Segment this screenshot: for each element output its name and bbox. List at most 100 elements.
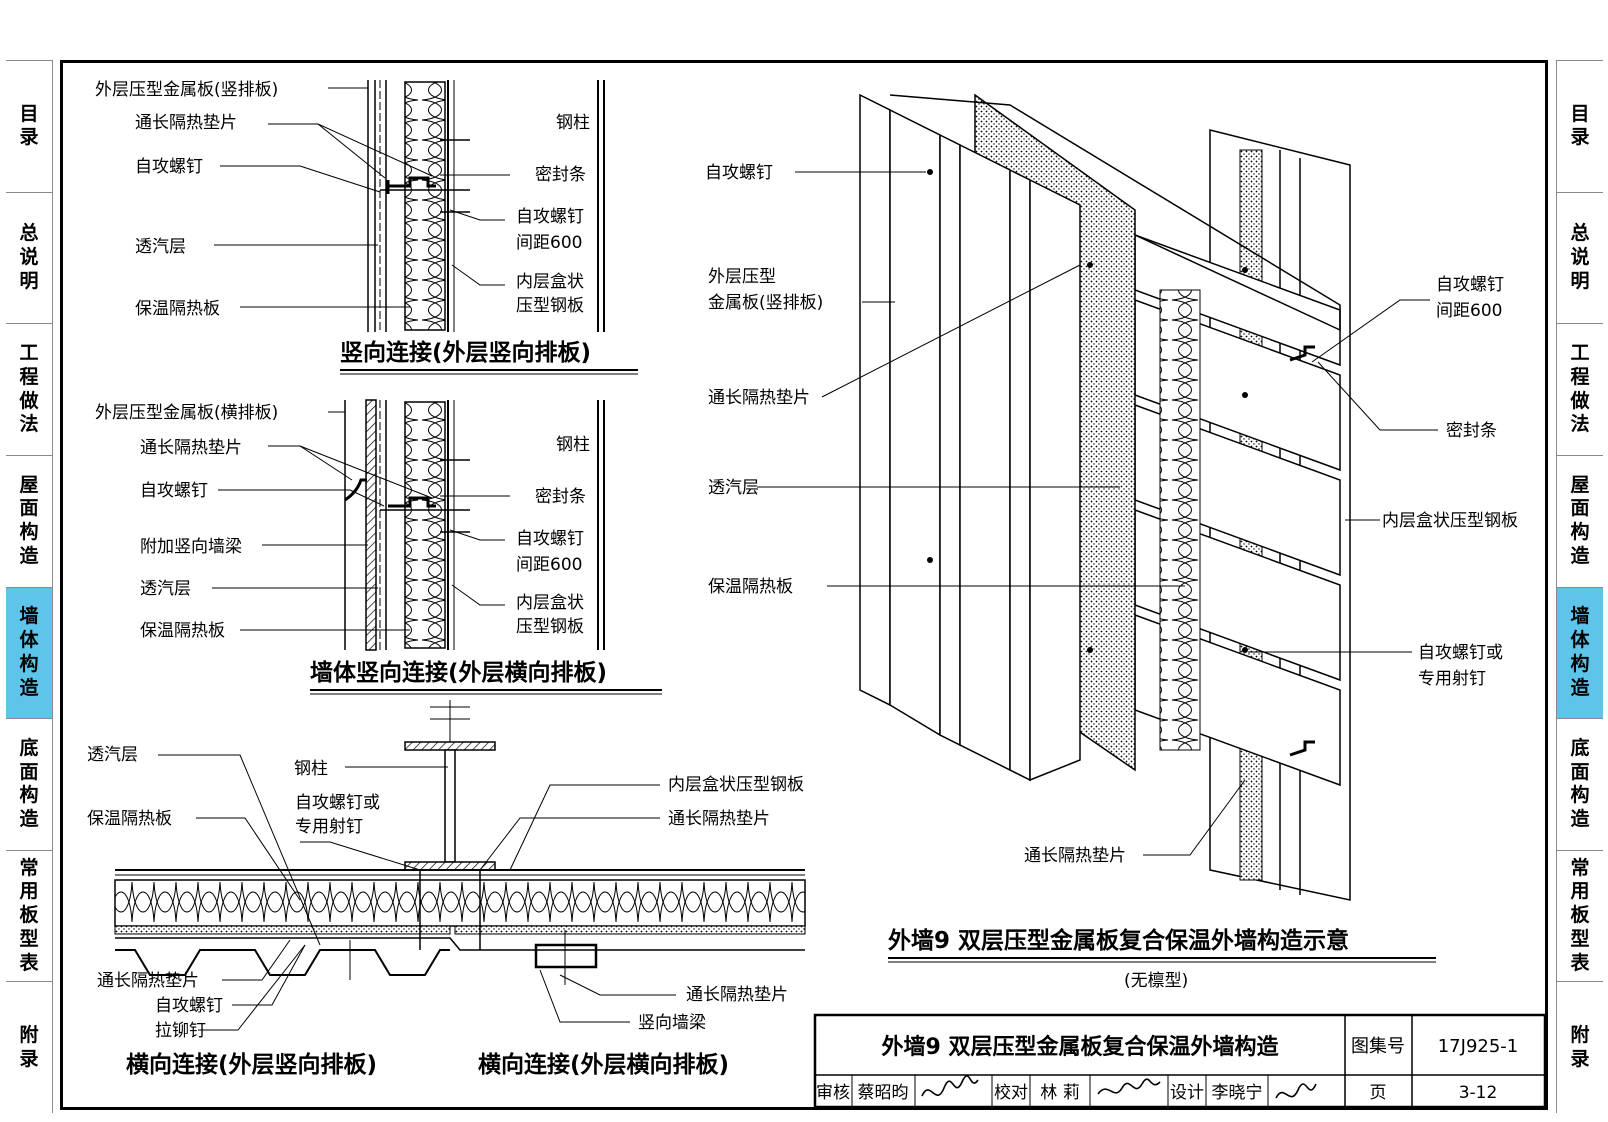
tab-label: 附录: [19, 1023, 39, 1070]
tab-label: 屋面构造: [1570, 473, 1590, 567]
label-iso-screw-or: 自攻螺钉或: [1418, 643, 1503, 663]
drawing-name: 外墙9 双层压型金属板复合保温外墙构造: [882, 1034, 1279, 1060]
label-beam: 附加竖向墙梁: [140, 537, 242, 557]
tab-label: 底面构造: [19, 736, 39, 831]
tab-label: 工程做法: [19, 342, 39, 436]
tab-label: 目录: [1570, 102, 1590, 149]
label-rivet: 拉铆钉: [155, 1021, 206, 1041]
tab-label: 墙体构造: [1570, 605, 1590, 699]
reviewer-signature: [921, 1074, 979, 1097]
iso-title: 外墙9 双层压型金属板复合保温外墙构造示意: [888, 927, 1349, 954]
label-thermal-pad-l: 通长隔热垫片: [97, 971, 199, 991]
label-iso-nail: 专用射钉: [1418, 669, 1486, 689]
designer-name: 李晓宁: [1212, 1083, 1263, 1103]
label-inner-3: 内层盒状压型钢板: [668, 775, 804, 795]
label-iso-screw: 自攻螺钉: [705, 163, 773, 183]
tab-label: 附录: [1570, 1023, 1590, 1070]
label-nail: 专用射钉: [295, 817, 363, 837]
tab-label: 屋面构造: [19, 473, 39, 567]
label-insulation-2: 保温隔热板: [140, 621, 225, 641]
left-tab-4[interactable]: 墙体构造: [6, 586, 52, 719]
label-iso-insulation: 保温隔热板: [708, 577, 793, 597]
right-tab-6[interactable]: 常用板型表: [1557, 849, 1603, 982]
tab-label: 墙体构造: [19, 605, 39, 699]
label-screw-spacing-2: 自攻螺钉: [516, 529, 584, 549]
title-block: 外墙9 双层压型金属板复合保温外墙构造 图集号 17J925-1 审核 蔡昭昀 …: [813, 1013, 1547, 1109]
left-tab-1[interactable]: 总说明: [6, 191, 52, 324]
left-tab-6[interactable]: 常用板型表: [6, 849, 52, 982]
left-side-tabs: 目录总说明工程做法屋面构造墙体构造底面构造常用板型表附录: [6, 60, 53, 1113]
review-label: 审核: [816, 1083, 850, 1103]
reviewer-name: 蔡昭昀: [858, 1083, 909, 1103]
checker-name: 林 莉: [1040, 1083, 1079, 1103]
drawing-frame: [60, 60, 1548, 1110]
page-number: 3-12: [1459, 1083, 1498, 1103]
left-tab-5[interactable]: 底面构造: [6, 718, 52, 850]
right-tab-1[interactable]: 总说明: [1557, 191, 1603, 324]
atlas-number: 17J925-1: [1438, 1036, 1519, 1057]
label-spacing-value-2: 间距600: [516, 555, 582, 575]
label-iso-thermal-pad-b: 通长隔热垫片: [1024, 846, 1126, 866]
tab-label: 目录: [19, 102, 39, 149]
detail1-title: 竖向连接(外层竖向排板): [340, 339, 591, 366]
right-tab-4[interactable]: 墙体构造: [1557, 586, 1603, 719]
label-vapor-3: 透汽层: [87, 745, 138, 765]
label-inner-panel-3: 内层盒状: [516, 593, 584, 613]
tab-label: 底面构造: [1570, 736, 1590, 831]
tab-label: 总说明: [19, 222, 39, 292]
detail3-title-left: 横向连接(外层竖向排板): [126, 1051, 377, 1078]
label-iso-outer: 外层压型: [708, 267, 776, 287]
tab-label: 常用板型表: [19, 856, 39, 974]
label-iso-vapor: 透汽层: [708, 478, 759, 498]
detail2-title: 墙体竖向连接(外层横向排板): [310, 659, 607, 686]
left-tab-7[interactable]: 附录: [6, 981, 52, 1113]
tab-label: 总说明: [1570, 222, 1590, 292]
right-tab-2[interactable]: 工程做法: [1557, 323, 1603, 455]
designer-signature: [1275, 1083, 1317, 1099]
label-iso-spacing: 自攻螺钉: [1436, 275, 1504, 295]
left-tab-2[interactable]: 工程做法: [6, 323, 52, 455]
label-iso-outer-2: 金属板(竖排板): [708, 293, 823, 313]
detail-horizontal-connection: 透汽层 保温隔热板 钢柱 自攻螺钉或 专用射钉 内层盒状压型钢板 通长隔热垫片 …: [87, 700, 806, 1078]
page-label: 页: [1370, 1083, 1387, 1103]
label-thermal-pad-r: 通长隔热垫片: [668, 809, 770, 829]
label-inner-panel-2: 压型钢板: [516, 296, 584, 316]
tab-label: 常用板型表: [1570, 856, 1590, 974]
detail-wall-vertical-connection: 外层压型金属板(横排板) 通长隔热垫片 自攻螺钉 附加竖向墙梁 透汽层 保温隔热…: [95, 399, 662, 695]
right-tab-3[interactable]: 屋面构造: [1557, 454, 1603, 587]
left-tab-3[interactable]: 屋面构造: [6, 454, 52, 587]
label-spacing-value: 间距600: [516, 233, 582, 253]
label-outer-panel: 外层压型金属板(竖排板): [95, 80, 278, 100]
label-iso-spacing-2: 间距600: [1436, 301, 1502, 321]
label-screw: 自攻螺钉: [135, 157, 203, 177]
label-screw-2: 自攻螺钉: [140, 481, 208, 501]
tab-label: 工程做法: [1570, 342, 1590, 436]
detail3-title-right: 横向连接(外层横向排板): [478, 1051, 729, 1078]
label-vapor: 透汽层: [135, 237, 186, 257]
checker-signature: [1097, 1078, 1161, 1095]
label-screw-3: 自攻螺钉: [155, 996, 223, 1016]
atlas-label: 图集号: [1351, 1036, 1405, 1057]
label-thermal-pad-2: 通长隔热垫片: [140, 438, 242, 458]
label-thermal-pad-b: 通长隔热垫片: [686, 985, 788, 1005]
label-iso-thermal-pad: 通长隔热垫片: [708, 388, 810, 408]
label-inner-panel: 内层盒状: [516, 272, 584, 292]
label-outer-panel-h: 外层压型金属板(横排板): [95, 403, 278, 423]
label-column-2: 钢柱: [556, 435, 590, 455]
label-iso-seal: 密封条: [1446, 421, 1497, 441]
right-tab-5[interactable]: 底面构造: [1557, 718, 1603, 850]
label-screw-spacing: 自攻螺钉: [516, 207, 584, 227]
label-iso-inner: 内层盒状压型钢板: [1382, 511, 1518, 531]
label-column-3: 钢柱: [294, 759, 328, 779]
label-vapor-2: 透汽层: [140, 579, 191, 599]
label-beam-3: 竖向墙梁: [638, 1013, 706, 1033]
right-tab-7[interactable]: 附录: [1557, 981, 1603, 1113]
check-label: 校对: [994, 1083, 1028, 1103]
label-seal-2: 密封条: [535, 487, 586, 507]
right-side-tabs: 目录总说明工程做法屋面构造墙体构造底面构造常用板型表附录: [1556, 60, 1603, 1113]
isometric-wall-view: 自攻螺钉 外层压型 金属板(竖排板) 通长隔热垫片 透汽层 保温隔热板 自攻螺钉…: [705, 93, 1518, 991]
right-tab-0[interactable]: 目录: [1557, 60, 1603, 192]
label-inner-panel-4: 压型钢板: [516, 617, 584, 637]
left-tab-0[interactable]: 目录: [6, 60, 52, 192]
